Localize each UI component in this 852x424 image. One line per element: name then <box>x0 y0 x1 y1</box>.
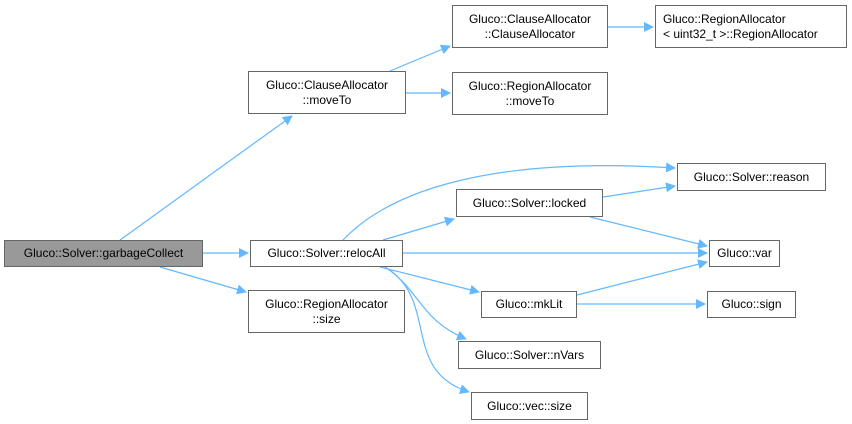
node-regionallocator-regionallocator[interactable]: Gluco::RegionAllocator < uint32_t >::Reg… <box>655 5 847 48</box>
node-regionallocator-size[interactable]: Gluco::RegionAllocator ::size <box>248 290 405 333</box>
node-clauseallocator-clauseallocator[interactable]: Gluco::ClauseAllocator ::ClauseAllocator <box>452 5 608 48</box>
node-label: Gluco::RegionAllocator <box>468 78 592 93</box>
edge-mkLit-to-var <box>576 259 708 296</box>
node-vec-size[interactable]: Gluco::vec::size <box>471 392 588 420</box>
edge-relocAll-to-vecSize <box>384 266 470 395</box>
node-label: ::size <box>312 311 341 326</box>
node-clauseallocator-moveto[interactable]: Gluco::ClauseAllocator ::moveTo <box>248 71 406 114</box>
node-label: Gluco::Solver::nVars <box>474 347 585 362</box>
node-label: < uint32_t >::RegionAllocator <box>663 26 818 41</box>
node-label: Gluco::Solver::reason <box>693 169 810 184</box>
node-label: Gluco::Solver::locked <box>472 195 587 210</box>
node-solver-locked[interactable]: Gluco::Solver::locked <box>456 189 603 217</box>
edge-locked-to-var <box>589 216 708 249</box>
node-label: Gluco::Solver::relocAll <box>267 246 386 260</box>
node-label: ::moveTo <box>505 93 555 108</box>
node-solver-nvars[interactable]: Gluco::Solver::nVars <box>458 341 601 369</box>
node-label: Gluco::ClauseAllocator <box>265 77 389 92</box>
edge-garbageCollect-to-regionSize <box>159 266 247 295</box>
node-sign[interactable]: Gluco::sign <box>707 291 796 318</box>
edge-garbageCollect-to-clauseMoveTo <box>119 115 293 241</box>
node-label: ::moveTo <box>302 92 352 107</box>
node-solver-garbagecollect[interactable]: Gluco::Solver::garbageCollect <box>4 240 203 267</box>
node-label: Gluco::mkLit <box>495 297 563 311</box>
node-label: Gluco::sign <box>721 297 782 311</box>
node-mklit[interactable]: Gluco::mkLit <box>481 291 577 318</box>
edge-relocAll-to-locked <box>382 216 455 241</box>
edge-clauseMoveTo-to-clauseCtor <box>389 44 451 72</box>
edge-relocAll-to-reason <box>342 162 676 241</box>
node-label: Gluco::var <box>717 246 772 260</box>
node-label: ::ClauseAllocator <box>484 26 576 41</box>
edge-locked-to-reason <box>602 182 676 198</box>
node-var[interactable]: Gluco::var <box>709 240 780 267</box>
node-solver-relocall[interactable]: Gluco::Solver::relocAll <box>250 240 403 267</box>
edge-relocAll-to-mkLit <box>379 266 480 295</box>
node-label: Gluco::RegionAllocator <box>663 11 786 26</box>
node-label: Gluco::vec::size <box>487 398 572 413</box>
node-label: Gluco::RegionAllocator <box>265 296 388 311</box>
node-regionallocator-moveto[interactable]: Gluco::RegionAllocator ::moveTo <box>452 72 608 115</box>
node-label: Gluco::ClauseAllocator <box>468 11 592 26</box>
node-label: Gluco::Solver::garbageCollect <box>23 246 184 260</box>
node-solver-reason[interactable]: Gluco::Solver::reason <box>677 163 826 191</box>
